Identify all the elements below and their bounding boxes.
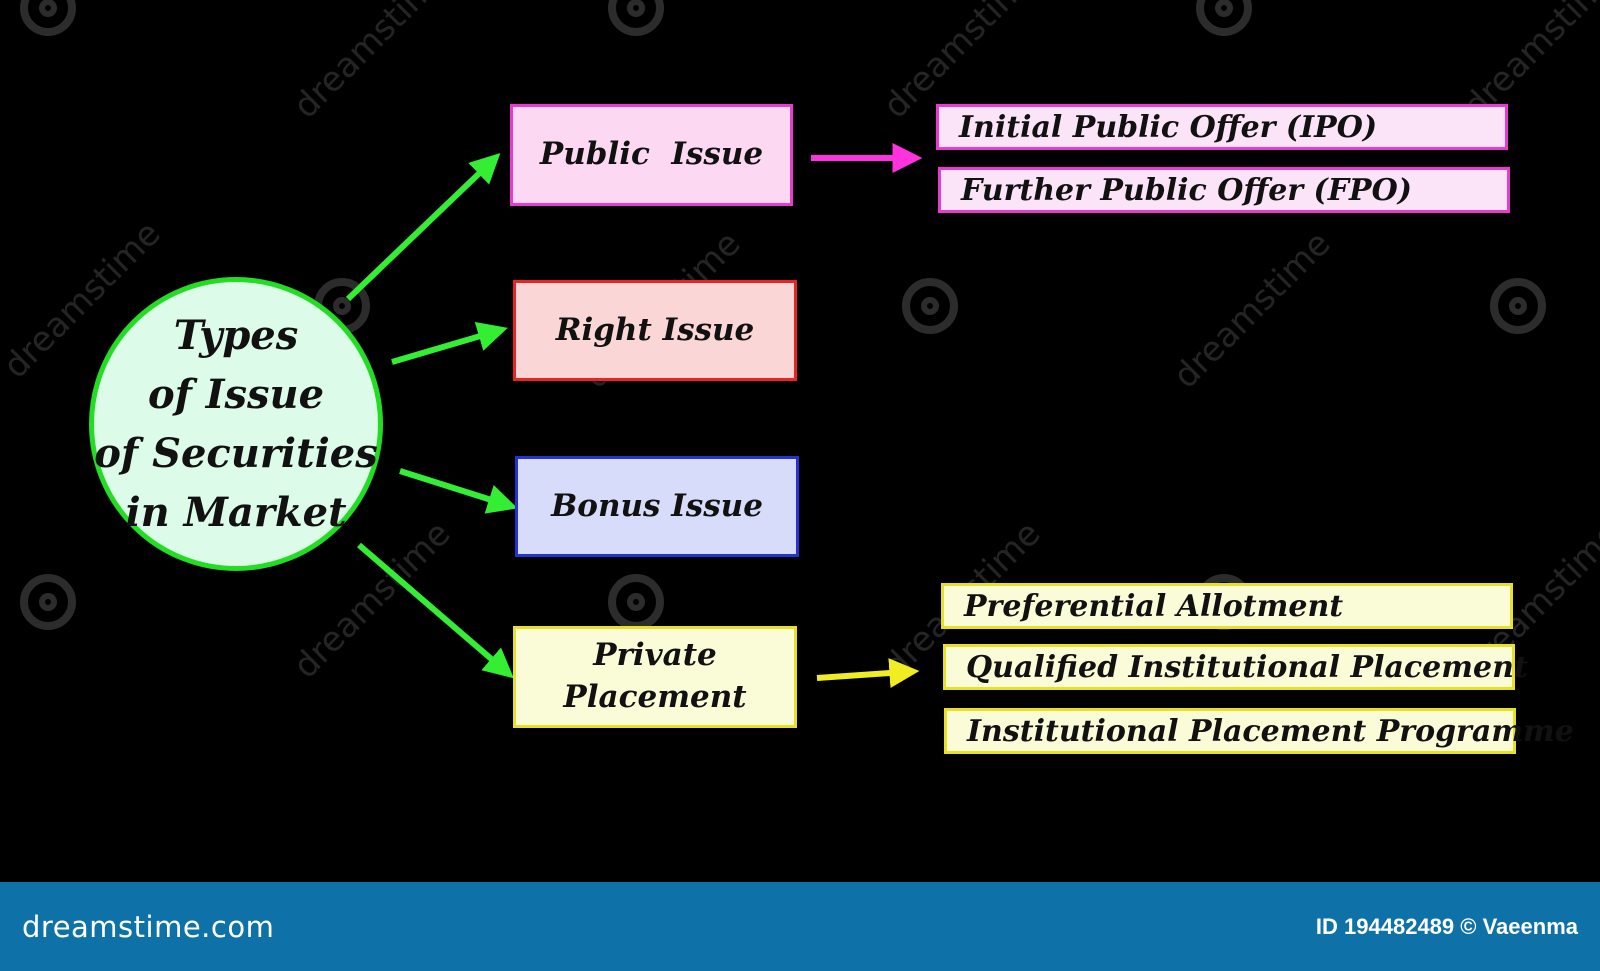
- central-topic-circle: Types of Issue of Securities in Market: [89, 277, 383, 571]
- right-issue-label: Right Issue: [555, 311, 755, 348]
- footer-logo: dreamstime.com: [22, 909, 275, 944]
- connector-arrows: [345, 143, 923, 689]
- arrow-to-right-issue: [391, 322, 508, 365]
- footer-bar: dreamstime.com ID 194482489 © Vaeenma: [0, 882, 1600, 971]
- ipp-label: Institutional Placement Programme: [967, 713, 1574, 749]
- diagram: dreamstime dreamstime dreamstime dreamst…: [0, 0, 1600, 754]
- preferential-allotment-box: Preferential Allotment: [941, 583, 1513, 629]
- private-placement-label: Private Placement: [563, 637, 747, 715]
- public-issue-box: Public Issue: [510, 104, 793, 206]
- ipo-label: Initial Public Offer (IPO): [959, 109, 1378, 145]
- arrow-to-private-placement: [357, 542, 514, 679]
- arrow-private-types: [816, 658, 920, 689]
- central-topic-label: Types of Issue of Securities in Market: [94, 311, 378, 537]
- arrow-to-public-issue: [345, 153, 501, 302]
- bonus-issue-box: Bonus Issue: [515, 456, 799, 557]
- image-credit: ID 194482489 © Vaeenma: [1315, 913, 1578, 939]
- fpo-box: Further Public Offer (FPO): [938, 167, 1510, 213]
- fpo-label: Further Public Offer (FPO): [961, 172, 1412, 208]
- private-placement-box: Private Placement: [513, 626, 797, 728]
- bonus-issue-label: Bonus Issue: [551, 487, 763, 524]
- right-issue-box: Right Issue: [513, 280, 797, 381]
- qip-label: Qualified Institutional Placement: [966, 649, 1528, 685]
- public-issue-label: Public Issue: [539, 136, 764, 173]
- ipp-box: Institutional Placement Programme: [944, 708, 1574, 754]
- qip-box: Qualified Institutional Placement: [943, 644, 1528, 690]
- arrow-to-bonus-issue: [399, 468, 518, 514]
- preferential-allotment-label: Preferential Allotment: [964, 588, 1344, 624]
- ipo-box: Initial Public Offer (IPO): [936, 104, 1508, 150]
